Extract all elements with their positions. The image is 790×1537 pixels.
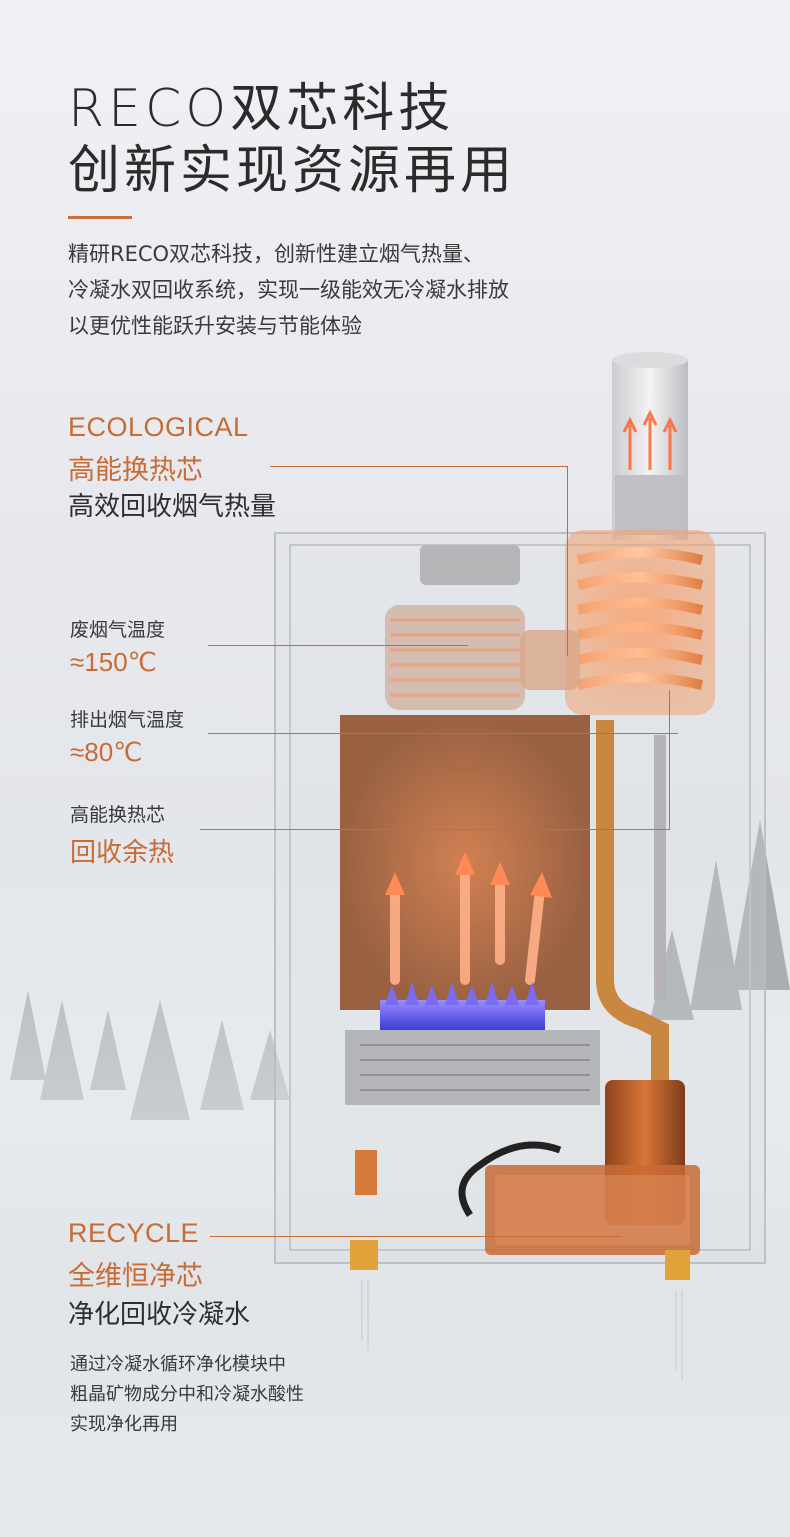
exhaust-gas-leader-line	[208, 733, 678, 734]
recycle-detail-line-3: 实现净化再用	[70, 1414, 178, 1435]
title-line-2: 创新实现资源再用	[68, 141, 517, 201]
recycle-desc: 净化回收冷凝水	[68, 1300, 251, 1330]
recycle-detail-line-2: 粗晶矿物成分中和冷凝水酸性	[70, 1384, 304, 1405]
waste-gas-leader-line	[208, 645, 468, 646]
recycle-detail-line-1: 通过冷凝水循环净化模块中	[70, 1354, 286, 1375]
title-line-1: RECO双芯科技	[68, 79, 455, 139]
ecological-name: 高能换热芯	[68, 455, 203, 486]
exhaust-gas-value: ≈80℃	[70, 737, 143, 767]
intro-text: 精研RECO双芯科技，创新性建立烟气热量、 冷凝水双回收系统，实现一级能效无冷凝…	[68, 236, 648, 344]
ecological-en-label: ECOLOGICAL	[68, 412, 249, 442]
ecological-leader-line	[270, 466, 568, 467]
intro-line-1: 精研RECO双芯科技，创新性建立烟气热量、	[68, 242, 485, 266]
recycle-name: 全维恒净芯	[68, 1261, 203, 1292]
title-divider	[68, 216, 132, 219]
heat-core-value: 回收余热	[70, 838, 175, 868]
page-title: RECO双芯科技 创新实现资源再用	[68, 78, 516, 202]
intro-line-2: 冷凝水双回收系统，实现一级能效无冷凝水排放	[68, 278, 509, 302]
intro-line-3: 以更优性能跃升安装与节能体验	[68, 314, 362, 338]
ecological-desc: 高效回收烟气热量	[68, 492, 277, 522]
recycle-detail-text: 通过冷凝水循环净化模块中 粗晶矿物成分中和冷凝水酸性 实现净化再用	[70, 1350, 304, 1440]
recycle-en-label: RECYCLE	[68, 1218, 200, 1248]
heat-core-label: 高能换热芯	[70, 804, 166, 826]
recycle-leader-line	[210, 1236, 620, 1237]
waste-gas-value: ≈150℃	[70, 647, 157, 677]
exhaust-gas-label: 排出烟气温度	[70, 709, 185, 731]
ecological-leader-drop	[567, 466, 568, 656]
waste-gas-label: 废烟气温度	[70, 619, 166, 641]
heat-core-leader-line	[200, 829, 670, 830]
heat-core-leader-drop	[669, 690, 670, 830]
